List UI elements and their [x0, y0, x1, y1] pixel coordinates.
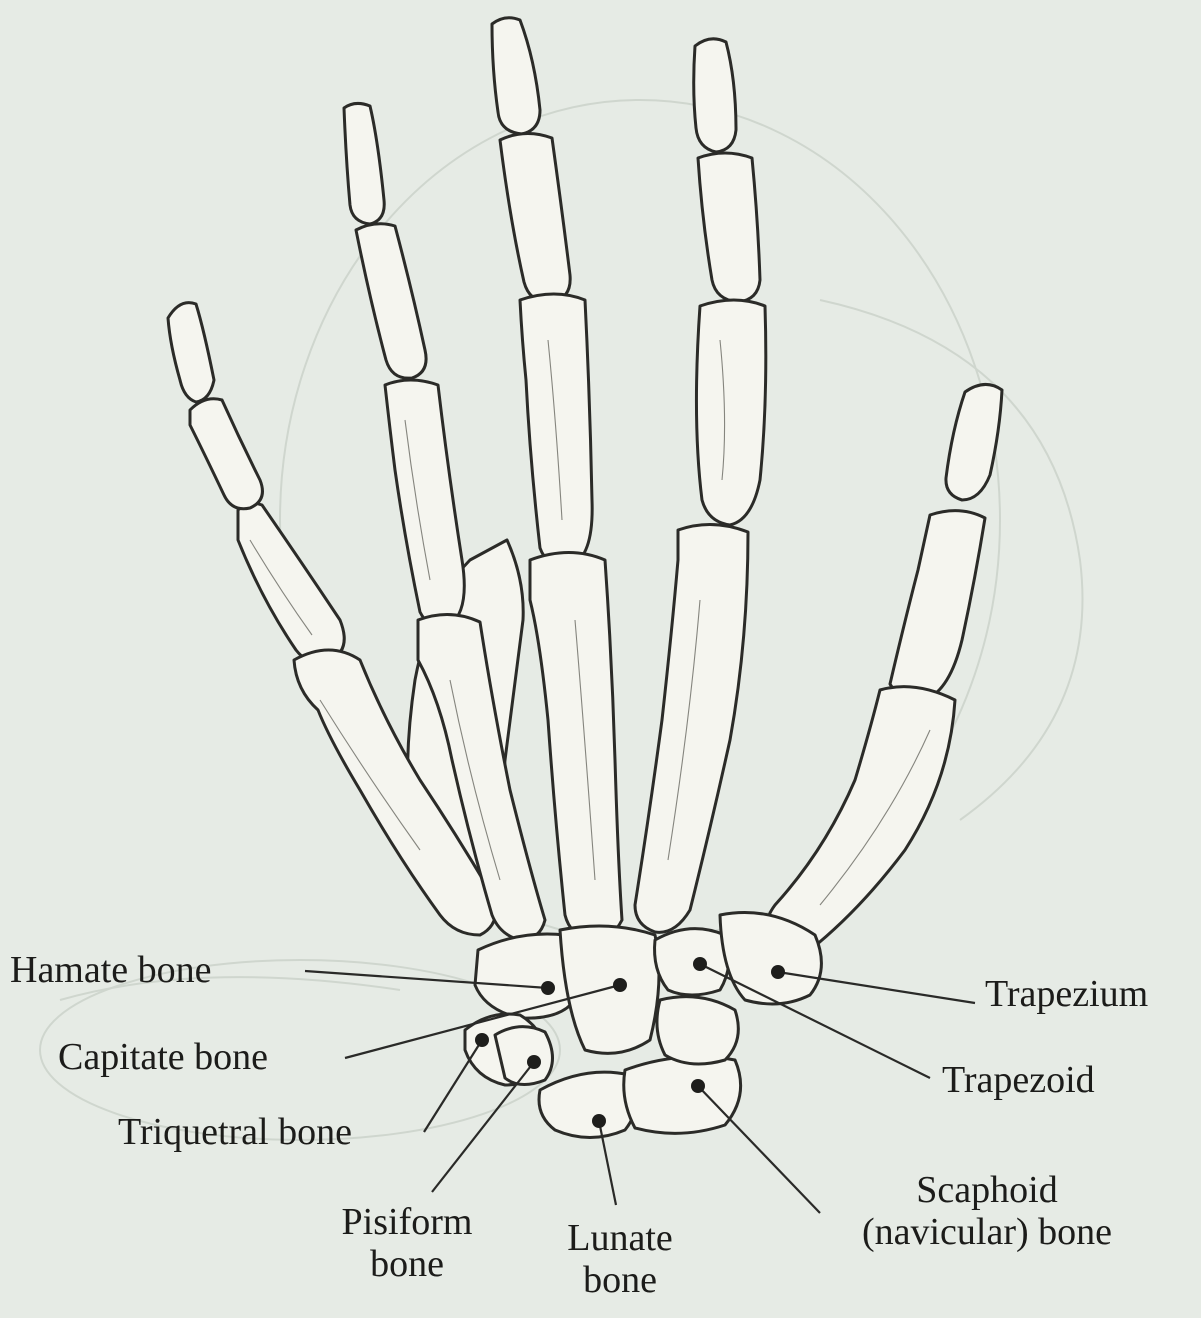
dot-trapezoid: [693, 957, 707, 971]
scaphoid-shape: [624, 1057, 741, 1134]
label-trapezoid: Trapezoid: [942, 1060, 1095, 1102]
label-triquetral: Triquetral bone: [118, 1112, 352, 1154]
leader-pisiform: [432, 1062, 534, 1192]
dot-hamate: [541, 981, 555, 995]
index-finger: [635, 39, 766, 933]
leader-scaphoid: [698, 1086, 820, 1213]
dot-lunate: [592, 1114, 606, 1128]
label-lunate: Lunate bone: [540, 1218, 700, 1302]
label-scaphoid-line1: Scaphoid: [822, 1170, 1152, 1212]
label-pisiform-line1: Pisiform: [322, 1202, 492, 1244]
dot-trapezium: [771, 965, 785, 979]
label-pisiform-line2: bone: [322, 1244, 492, 1286]
capitate-shape: [560, 926, 659, 1053]
dot-scaphoid: [691, 1079, 705, 1093]
label-trapezium: Trapezium: [985, 974, 1148, 1016]
dot-capitate: [613, 978, 627, 992]
label-lunate-line2: bone: [540, 1260, 700, 1302]
label-hamate: Hamate bone: [10, 950, 212, 992]
leader-triquetral: [424, 1040, 482, 1132]
trapezoid-shape: [655, 929, 729, 995]
scaphoid-upper-shape: [657, 997, 738, 1064]
dot-triquetral: [475, 1033, 489, 1047]
label-capitate: Capitate bone: [58, 1037, 268, 1079]
carpal-bones: [465, 913, 821, 1138]
label-scaphoid-line2: (navicular) bone: [822, 1212, 1152, 1254]
dot-pisiform: [527, 1055, 541, 1069]
label-lunate-line1: Lunate: [540, 1218, 700, 1260]
lunate-shape: [539, 1072, 636, 1137]
label-scaphoid: Scaphoid (navicular) bone: [822, 1170, 1152, 1254]
label-pisiform: Pisiform bone: [322, 1202, 492, 1286]
thumb: [766, 384, 1002, 954]
